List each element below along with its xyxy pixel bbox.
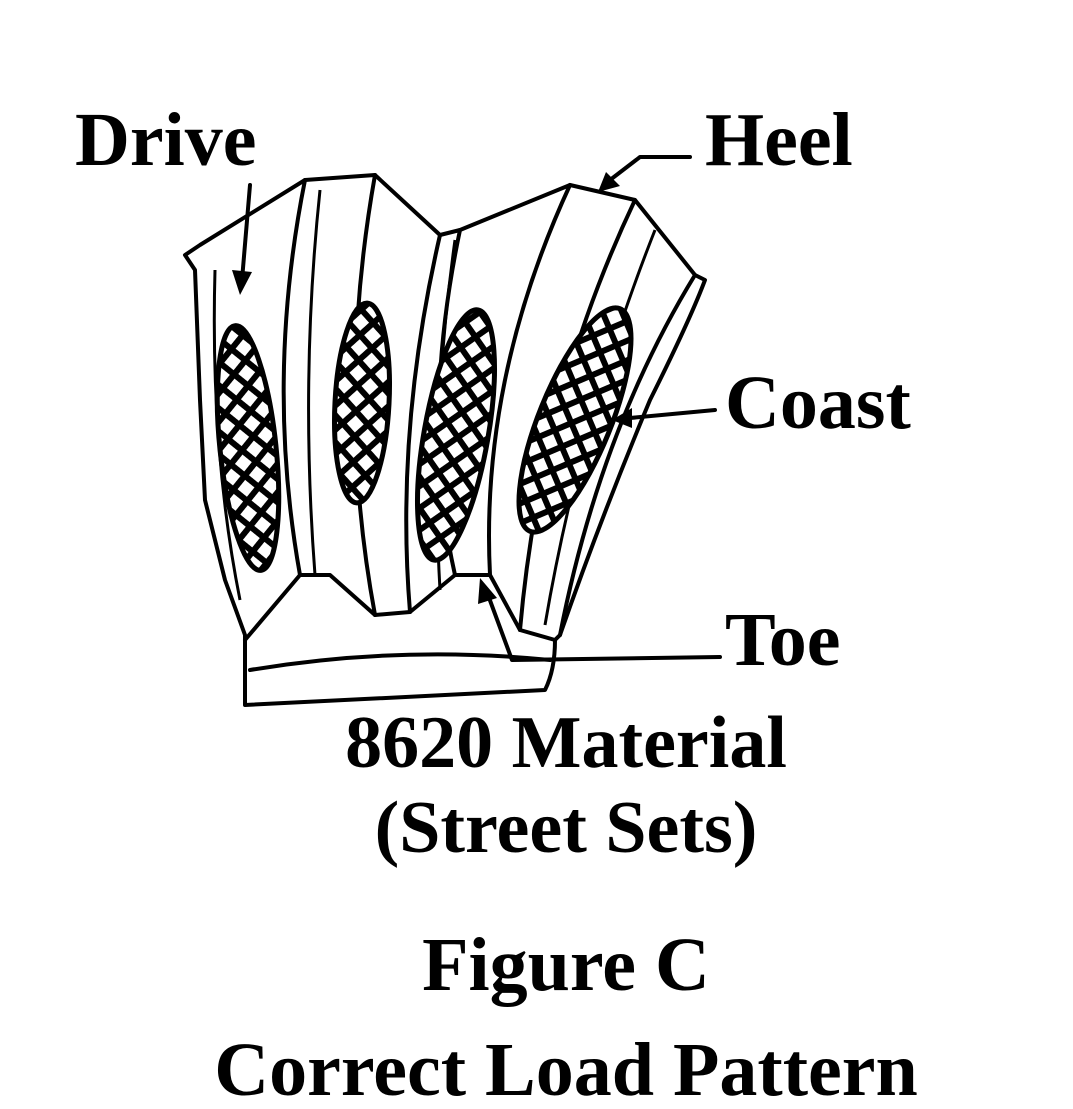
contact-patch [516,305,634,535]
heel-label: Heel [705,98,853,182]
contact-patch [415,307,497,563]
contact-patches [214,300,634,573]
material-caption: 8620 Material [345,702,787,784]
contact-patch [332,300,392,506]
sets-caption: (Street Sets) [375,787,758,869]
figure-label: Figure C [422,923,710,1007]
leader-arrows [232,155,722,662]
toe-label: Toe [725,598,840,682]
contact-patch [214,323,282,573]
coast-label: Coast [725,361,911,445]
figure-title: Correct Load Pattern [214,1028,917,1109]
drive-label: Drive [75,98,256,182]
